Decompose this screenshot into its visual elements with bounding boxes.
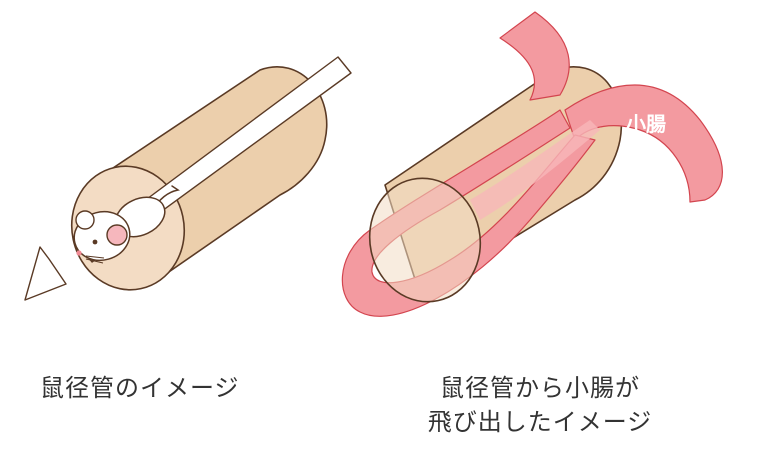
left-caption: 鼠径管のイメージ [40,374,240,402]
right-caption-line-2: 飛び出したイメージ [427,408,653,436]
mouse-ear-back [75,210,95,230]
intestine-inner-highlight [470,120,600,220]
left-diagram [24,56,352,301]
intestine-top-strand [499,11,570,101]
intestine-right-strand [564,84,723,203]
mouse-whiskers [85,255,105,264]
mouse-ear [106,224,128,246]
right-caption-line-1: 鼠径管から小腸が [440,374,640,402]
canal-arrow-head [24,246,67,301]
hernia-tube-opening [368,177,482,303]
intestine-label: 小腸 [626,112,666,136]
mouse-illustration [73,185,180,264]
mouse-nose [76,250,82,256]
right-caption: 鼠径管から小腸が 飛び出したイメージ [390,371,690,439]
mouse-eye [92,239,98,245]
right-diagram: 小腸 [341,11,723,317]
